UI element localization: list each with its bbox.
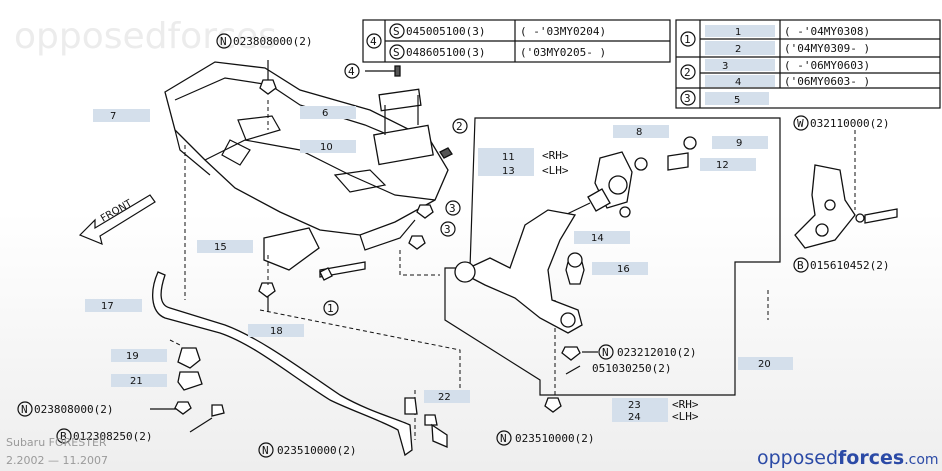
b-mark: B <box>797 259 804 272</box>
callout-19: 19 <box>126 351 139 362</box>
table-row5-label: 5 <box>734 95 740 106</box>
watermark-text: opposedforces <box>14 16 277 57</box>
table-group-3: 3 <box>684 92 691 105</box>
callout-6: 6 <box>322 108 328 119</box>
brand-logo[interactable]: opposedforces.com <box>757 447 939 469</box>
part-n-bottom1: 023510000(2) <box>277 444 356 457</box>
ref-4: 4 <box>348 65 355 78</box>
table-s-row1-range: ( -'03MY0204) <box>520 25 606 38</box>
callout-18: 18 <box>270 326 283 337</box>
table-row3-range: ( -'06MY0603) <box>784 59 870 72</box>
steering-knuckle-drawing <box>794 130 898 249</box>
callout-7: 7 <box>110 111 116 122</box>
crossmember-drawing <box>164 61 453 251</box>
circle-group-4 <box>366 33 382 49</box>
table-group-1: 1 <box>684 33 691 46</box>
ref-3-b: 3 <box>444 223 451 236</box>
brand-suffix: forces <box>838 447 904 469</box>
brand-prefix: opposed <box>757 447 838 469</box>
callout-15: 15 <box>214 242 227 253</box>
n-mark: N <box>262 444 269 457</box>
table-row4-label: 4 <box>735 77 741 88</box>
label-lh-2: <LH> <box>672 410 699 423</box>
table-s-parts: 4 S 045005100(3) ( -'03MY0204) S 0486051… <box>362 19 671 63</box>
part-n-left: 023808000(2) <box>34 403 113 416</box>
table-s-row2-code: 048605100(3) <box>406 46 485 59</box>
b-mark: B <box>60 430 67 443</box>
part-number-labels: N 023808000(2) W 032110000(2) B 01561045… <box>17 33 889 458</box>
table-row2-range: ('04MY0309- ) <box>784 42 870 55</box>
table-row1-label: 1 <box>735 27 741 38</box>
stabilizer-bar-drawing <box>152 271 562 457</box>
part-w-right: 032110000(2) <box>810 117 889 130</box>
label-rh-2: <RH> <box>672 398 699 411</box>
ref-2: 2 <box>456 120 463 133</box>
callout-13: 13 <box>502 166 515 177</box>
callout-16: 16 <box>617 264 630 275</box>
circled-references: 4 2 3 3 1 <box>323 63 468 316</box>
table-s-row1-code: 045005100(3) <box>406 25 485 38</box>
w-mark: W <box>797 117 804 130</box>
table-row3-label: 3 <box>722 61 728 72</box>
callout-11: 11 <box>502 152 515 163</box>
callout-22: 22 <box>438 392 451 403</box>
table-numbered-parts: 1 2 3 1 ( -'04MY0308) 2 ('04MY0309- ) 3 … <box>675 19 941 109</box>
callout-21: 21 <box>130 376 143 387</box>
callout-14: 14 <box>591 233 604 244</box>
table-row2-label: 2 <box>735 44 741 55</box>
label-lh: <LH> <box>542 164 569 177</box>
credit-model: Subaru FORESTER <box>6 436 107 449</box>
n-mark: N <box>220 35 227 48</box>
n-mark: N <box>21 403 28 416</box>
control-arm-region <box>444 117 781 396</box>
n-mark: N <box>500 432 507 445</box>
label-rh: <RH> <box>542 149 569 162</box>
part-n-mid: 023212010(2) <box>617 346 696 359</box>
callout-8: 8 <box>636 127 642 138</box>
callout-17: 17 <box>101 301 114 312</box>
callout-20: 20 <box>758 359 771 370</box>
s-mark: S <box>393 25 400 38</box>
callout-24: 24 <box>628 412 641 423</box>
part-n-bottom2: 023510000(2) <box>515 432 594 445</box>
part-b-left: 012308250(2) <box>73 430 152 443</box>
n-mark: N <box>602 346 609 359</box>
callout-9: 9 <box>736 138 742 149</box>
table-row1-range: ( -'04MY0308) <box>784 25 870 38</box>
crossmember-hardware <box>258 60 434 312</box>
callout-boxes: 7 6 10 11 13 <RH> <LH> 8 9 12 14 15 16 1… <box>85 106 793 423</box>
callout-12: 12 <box>716 160 729 171</box>
ref-1: 1 <box>327 302 334 315</box>
table-row4-range: ('06MY0603- ) <box>784 75 870 88</box>
credit-years: 2.2002 — 11.2007 <box>6 454 108 467</box>
brand-domain: .com <box>904 452 938 468</box>
footer: Subaru FORESTER 2.2002 — 11.2007 opposed… <box>6 436 939 469</box>
table-s-row2-range: ('03MY0205- ) <box>520 46 606 59</box>
part-n-top: 023808000(2) <box>233 35 312 48</box>
front-label: FRONT <box>99 198 135 225</box>
callout-23: 23 <box>628 400 641 411</box>
callout-10: 10 <box>320 142 333 153</box>
s-mark: S <box>393 46 400 59</box>
table-s-group: 4 <box>370 35 377 48</box>
ref-3-a: 3 <box>449 202 456 215</box>
front-arrow: FRONT <box>78 194 156 246</box>
table-group-2: 2 <box>684 66 691 79</box>
part-mid-plain: 051030250(2) <box>592 362 671 375</box>
part-b-right: 015610452(2) <box>810 259 889 272</box>
